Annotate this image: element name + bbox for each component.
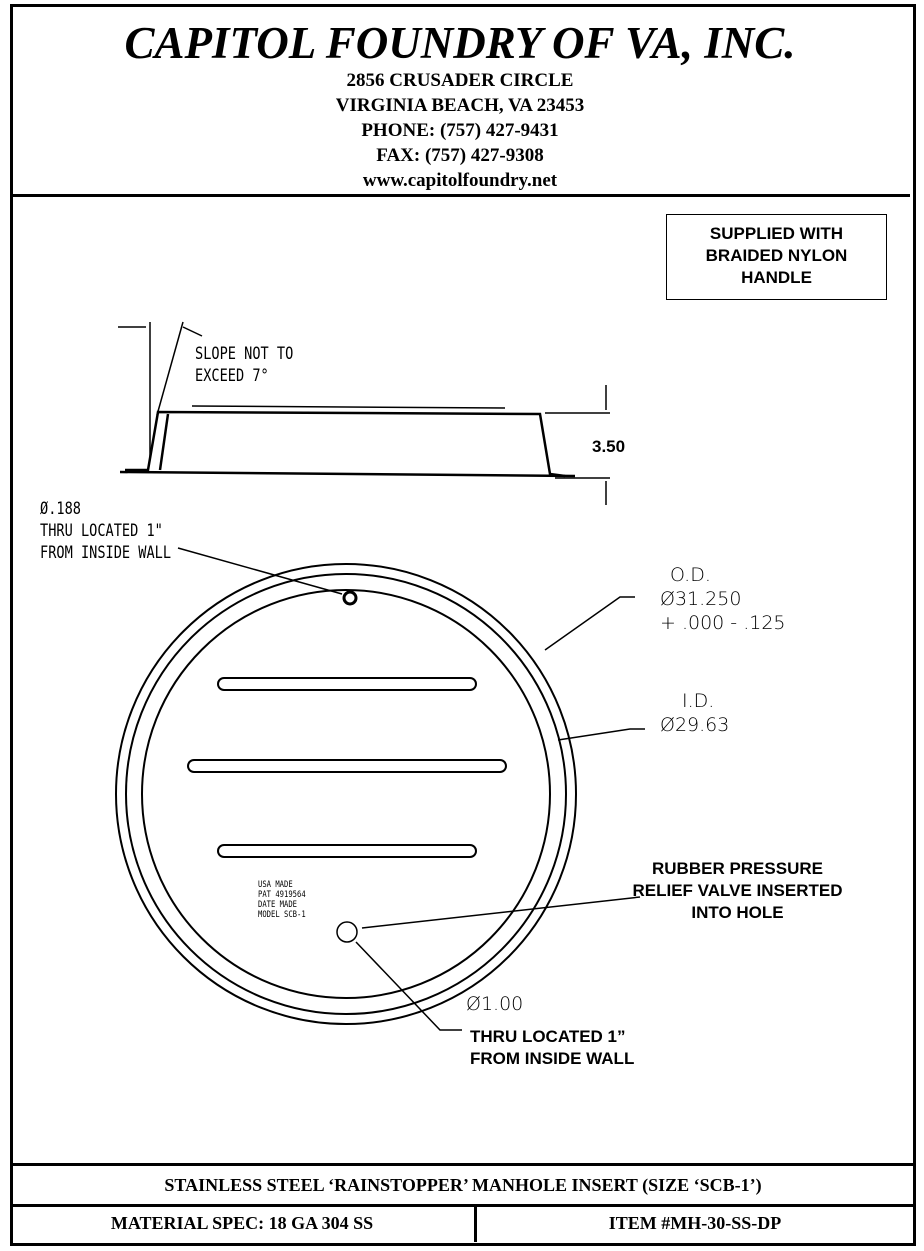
title-block: CAPITOL FOUNDRY OF VA, INC. 2856 CRUSADE… — [10, 4, 910, 197]
note-line: THRU LOCATED 1" — [40, 521, 163, 541]
note-line: SUPPLIED WITH — [709, 224, 844, 243]
slot — [217, 677, 477, 691]
note-line: Ø.188 — [40, 499, 81, 519]
slope-line: SLOPE NOT TO — [195, 344, 294, 364]
slope-line: EXCEED 7° — [195, 366, 269, 386]
handle-note-box: SUPPLIED WITH BRAIDED NYLON HANDLE — [666, 214, 887, 300]
id-dimension: I.D.Ø29.63 — [660, 689, 729, 737]
valve-hole — [336, 921, 358, 943]
stamp-line: MODEL SCB-1 — [258, 910, 306, 920]
small-hole — [342, 590, 358, 606]
slope-dim-lines — [118, 321, 610, 505]
stamp-line: DATE MADE — [258, 900, 298, 910]
dim-line: Ø31.250 — [660, 588, 742, 610]
note-line: FROM INSIDE WALL — [470, 1049, 635, 1068]
stamp-line: USA MADE — [258, 880, 293, 890]
dim-line: + .000 - .125 — [660, 612, 786, 634]
leader-lines — [177, 547, 645, 1031]
website: www.capitolfoundry.net — [362, 170, 558, 191]
dim-line: Ø29.63 — [660, 714, 730, 736]
slot — [217, 844, 477, 858]
fax: FAX: (757) 427-9308 — [376, 145, 544, 166]
side-profile — [119, 405, 576, 478]
note-line: THRU LOCATED 1” — [470, 1027, 626, 1046]
stamp-line: PAT 4919564 — [258, 890, 306, 900]
address-line2: VIRGINIA BEACH, VA 23453 — [335, 95, 585, 116]
od-dimension: O.D.Ø31.250+ .000 - .125 — [660, 563, 786, 635]
item-number: ITEM #MH-30-SS-DP — [608, 1213, 782, 1233]
note-line: RELIEF VALVE INSERTED — [632, 881, 843, 900]
note-line: FROM INSIDE WALL — [40, 543, 172, 563]
company-name: CAPITOL FOUNDRY OF VA, INC. — [124, 18, 796, 68]
large-hole-note: THRU LOCATED 1” FROM INSIDE WALL — [470, 1026, 634, 1070]
dim-line: O.D. — [670, 564, 711, 586]
plan-view — [115, 563, 577, 1025]
valve-note: RUBBER PRESSURE RELIEF VALVE INSERTED INTO… — [610, 858, 865, 924]
dim-line: I.D. — [682, 690, 715, 712]
address-line1: 2856 CRUSADER CIRCLE — [346, 70, 574, 91]
page-border — [10, 4, 916, 1246]
phone: PHONE: (757) 427-9431 — [361, 120, 559, 141]
large-hole-dimension: Ø1.00 — [466, 993, 524, 1015]
slot — [187, 759, 507, 773]
note-line: BRAIDED NYLON — [705, 246, 848, 265]
product-title: STAINLESS STEEL ‘RAINSTOPPER’ MANHOLE IN… — [10, 1163, 916, 1207]
height-dimension: 3.50 — [592, 437, 626, 456]
note-line: RUBBER PRESSURE — [652, 859, 823, 878]
material-spec: MATERIAL SPEC: 18 GA 304 SS — [10, 1204, 477, 1242]
note-line: HANDLE — [741, 268, 812, 287]
note-line: INTO HOLE — [691, 903, 784, 922]
